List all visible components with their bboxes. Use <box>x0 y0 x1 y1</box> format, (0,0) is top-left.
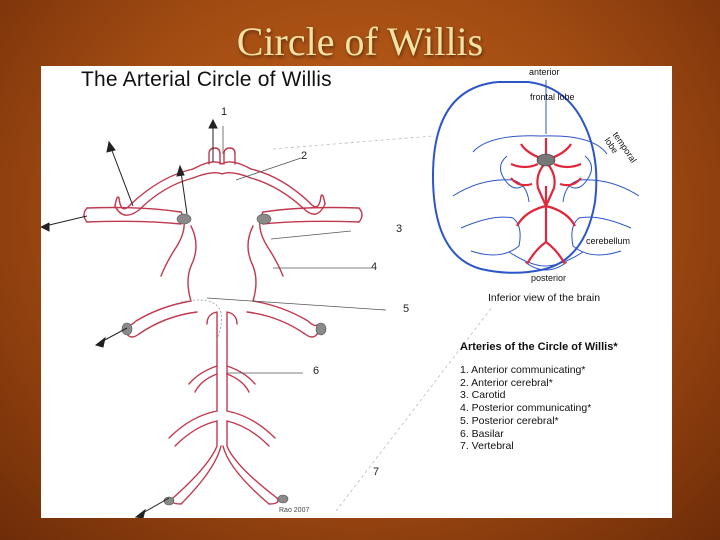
brain-inferior-view <box>431 80 640 274</box>
label-number-3: 3 <box>396 223 403 235</box>
artery-diagram <box>41 80 640 518</box>
circle-of-willis-figure: The Arterial Circle of Willis 1 2 3 4 5 … <box>41 66 672 518</box>
legend-item: 4. Posterior communicating* <box>460 402 592 415</box>
connector-lines <box>272 135 494 512</box>
label-number-7: 7 <box>373 466 380 478</box>
figure-heading: The Arterial Circle of Willis <box>81 68 332 91</box>
pointer-lines <box>180 126 387 374</box>
legend-item: 1. Anterior communicating* <box>460 364 586 376</box>
legend-item: 6. Basilar <box>460 427 504 440</box>
label-number-4: 4 <box>371 261 378 273</box>
artery-legend: 1. Anterior communicating* 2. Anterior c… <box>460 364 591 453</box>
label-posterior: posterior <box>531 273 567 283</box>
label-frontal-lobe: frontal lobe <box>530 92 575 102</box>
slide-title: Circle of Willis <box>236 19 484 64</box>
legend-item: 7. Vertebral <box>460 440 514 453</box>
figure-credit: Rao 2007 <box>279 507 310 514</box>
label-number-5: 5 <box>403 303 410 315</box>
vessel-cut-ends <box>121 213 327 506</box>
legend-item: 3. Carotid <box>460 389 506 402</box>
label-number-1: 1 <box>221 106 228 118</box>
label-number-2: 2 <box>301 150 308 162</box>
label-cerebellum: cerebellum <box>586 236 631 246</box>
label-number-6: 6 <box>313 365 320 377</box>
legend-item: 2. Anterior cerebral* <box>460 376 553 389</box>
brain-view-caption: Inferior view of the brain <box>488 292 601 304</box>
arrows <box>41 118 218 518</box>
legend-title: Arteries of the Circle of Willis* <box>460 341 618 353</box>
legend-item: 5. Posterior cerebral* <box>460 414 559 427</box>
label-anterior: anterior <box>529 67 560 77</box>
